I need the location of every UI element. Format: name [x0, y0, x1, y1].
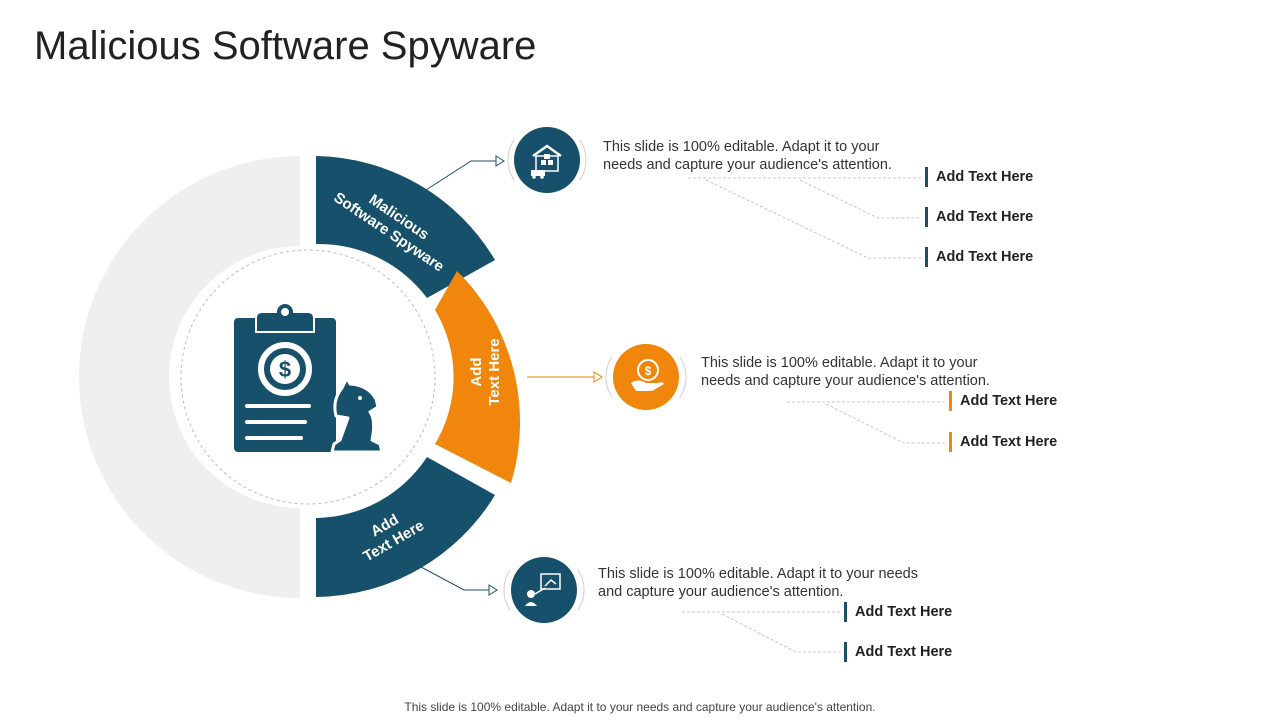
segment-top[interactable] — [316, 156, 495, 298]
leader-lines — [682, 177, 946, 653]
segment-bottom[interactable] — [316, 457, 495, 597]
segment-middle-label-line2: Text Here — [486, 338, 503, 405]
presentation-speaker-icon — [503, 557, 585, 623]
segment-bottom-item-1: Add Text Here — [844, 602, 952, 622]
segment-middle-description: This slide is 100% editable. Adapt it to… — [701, 355, 990, 389]
segment-top-item-2: Add Text Here — [925, 207, 1033, 227]
segment-middle[interactable] — [435, 271, 521, 483]
segment-middle-item-1: Add Text Here — [949, 391, 1057, 411]
segment-middle-label-line1: Add — [468, 357, 485, 386]
connector-bottom — [420, 566, 498, 596]
clipboard-dollar-chess-knight-icon: $ — [234, 302, 384, 454]
page-title: Malicious Software Spyware — [34, 24, 537, 68]
warehouse-delivery-icon — [507, 127, 587, 193]
ring-background — [79, 156, 300, 598]
segment-bottom-description: This slide is 100% editable. Adapt it to… — [598, 566, 918, 600]
segment-bottom-item-2: Add Text Here — [844, 642, 952, 662]
svg-text:$: $ — [645, 364, 652, 378]
svg-text:$: $ — [279, 357, 291, 382]
segment-top-item-1: Add Text Here — [925, 167, 1033, 187]
inner-dashed-circle — [180, 249, 436, 505]
connector-middle — [527, 371, 603, 383]
footer-note: This slide is 100% editable. Adapt it to… — [404, 700, 876, 714]
segment-middle-label-group: Add Text Here — [468, 338, 503, 405]
connector-top — [425, 155, 505, 191]
segment-middle-item-2: Add Text Here — [949, 432, 1057, 452]
segment-top-description: This slide is 100% editable. Adapt it to… — [603, 139, 892, 173]
segment-top-item-3: Add Text Here — [925, 247, 1033, 267]
money-hand-icon: $ — [605, 344, 687, 410]
